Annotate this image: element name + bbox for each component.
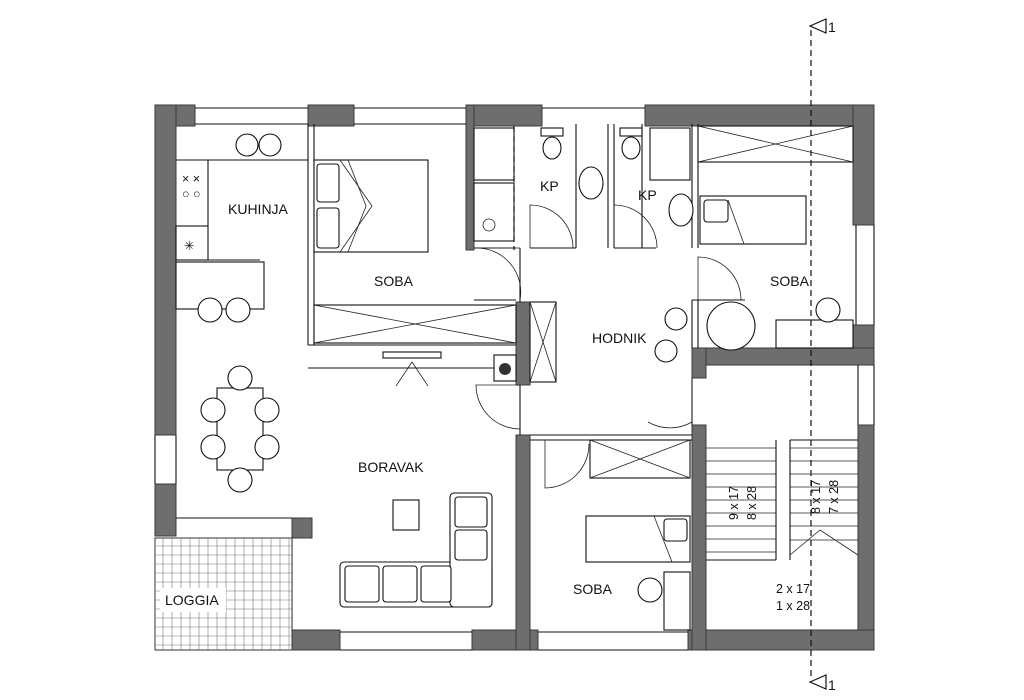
stair-labels: 9 x 17 8 x 28 8 x 17 7 x 28 2 x 17 1 x 2…: [727, 480, 841, 613]
room-label-soba-master: SOBA: [374, 273, 414, 289]
section-marker-bottom: 1: [828, 677, 836, 693]
room-label-boravak: BORAVAK: [358, 459, 424, 475]
wall-bottom-c: [687, 629, 875, 651]
partitions: [154, 107, 875, 651]
master-bedroom: [313, 159, 517, 387]
stair-label-left-a: 9 x 17: [727, 486, 741, 520]
tv-unit: [382, 351, 442, 359]
stair-label-landing-b: 1 x 28: [776, 599, 810, 613]
wall-kp-left-side: [465, 104, 475, 251]
stair-label-right-b: 7 x 28: [827, 480, 841, 514]
wall-right-upper: [852, 104, 875, 226]
right-bedroom: [697, 125, 854, 351]
room-label-hodnik: HODNIK: [592, 330, 647, 346]
section-arrow-icon: [808, 18, 827, 34]
shower: [473, 127, 515, 181]
kitchen: ✳ × × ○ ○: [175, 133, 308, 323]
toilet: [621, 136, 641, 160]
section-line: 1 1: [513, 18, 836, 693]
stool: [258, 133, 282, 157]
hob-icon: × ×: [182, 172, 200, 186]
stove-icon: ✳: [184, 239, 195, 253]
wall-right-lower: [857, 424, 875, 651]
dining-chair: [227, 365, 253, 391]
dining-table: [216, 387, 264, 471]
room-label-kp-left: KP: [540, 178, 559, 194]
chair: [815, 297, 841, 323]
wall-left-upper: [154, 104, 177, 436]
sink: [578, 166, 604, 200]
dining-chair: [200, 397, 226, 423]
stool: [235, 133, 259, 157]
toilet-tank: [619, 127, 643, 137]
shower: [649, 127, 691, 181]
bathrooms: [473, 127, 694, 249]
loggia-label-bg: [160, 588, 226, 612]
bathtub: [473, 182, 515, 242]
room-label-kuhinja: KUHINJA: [228, 201, 289, 217]
chair: [637, 577, 663, 603]
stool: [225, 297, 251, 323]
wall-bottom-a: [291, 629, 341, 651]
door-swing: [475, 247, 522, 301]
coffee-table: [392, 499, 420, 531]
wall-loggia-pillar: [291, 517, 313, 539]
wall-stairs-left: [691, 424, 707, 651]
pillow: [316, 163, 340, 203]
wall-pillar-mid: [691, 347, 707, 379]
sink: [668, 193, 694, 227]
pillow: [316, 207, 340, 249]
desk: [663, 571, 691, 631]
dining-chair: [227, 467, 253, 493]
room-labels: KUHINJA SOBA KP KP SOBA HODNIK BORAVAK S…: [165, 178, 810, 608]
toilet: [542, 136, 562, 160]
round-table: [706, 301, 756, 351]
dining-chair: [254, 397, 280, 423]
drain-icon: [482, 218, 496, 232]
wall-room-right-bottom: [691, 347, 875, 366]
room-label-soba-bottom: SOBA: [573, 581, 613, 597]
bottom-bedroom: [544, 439, 691, 631]
stair-label-left-b: 8 x 28: [745, 486, 759, 520]
room-label-loggia: LOGGIA: [165, 592, 219, 608]
pillow: [703, 199, 729, 223]
door-swing: [697, 256, 742, 301]
dining-chair: [200, 434, 226, 460]
wall-top-master: [307, 104, 355, 127]
hall-stool: [664, 307, 688, 331]
wall-hall-stub: [515, 301, 531, 386]
door-swing: [475, 384, 521, 430]
wall-top-kp-left: [465, 104, 543, 127]
stool: [197, 297, 223, 323]
stair-label-right-a: 8 x 17: [809, 480, 823, 514]
door-swing: [613, 204, 658, 249]
wall-bedroom-bottom-left: [515, 434, 531, 651]
stove: [175, 225, 209, 261]
wall-left-mid: [154, 483, 177, 537]
room-label-kp-right: KP: [638, 187, 657, 203]
living-room: [200, 365, 493, 608]
section-arrow-icon: [808, 674, 827, 690]
dining-chair: [254, 434, 280, 460]
staircase: [706, 439, 859, 561]
room-label-soba-right: SOBA: [770, 273, 810, 289]
chimney-icon: [499, 363, 511, 375]
entrance-door-swing: [647, 378, 693, 429]
section-marker-top: 1: [828, 19, 836, 35]
loggia: [154, 537, 293, 651]
wall-top-right: [644, 104, 875, 127]
pillow: [663, 518, 688, 542]
hob-icon: ○ ○: [182, 187, 201, 201]
hall-stool: [654, 339, 678, 363]
door-swing: [529, 204, 574, 249]
hall: [475, 247, 693, 430]
door-swing: [544, 440, 590, 489]
stair-label-landing-a: 2 x 17: [776, 582, 810, 596]
desk: [775, 319, 854, 349]
toilet-tank: [540, 127, 564, 137]
kitchen-counter: [175, 261, 265, 310]
